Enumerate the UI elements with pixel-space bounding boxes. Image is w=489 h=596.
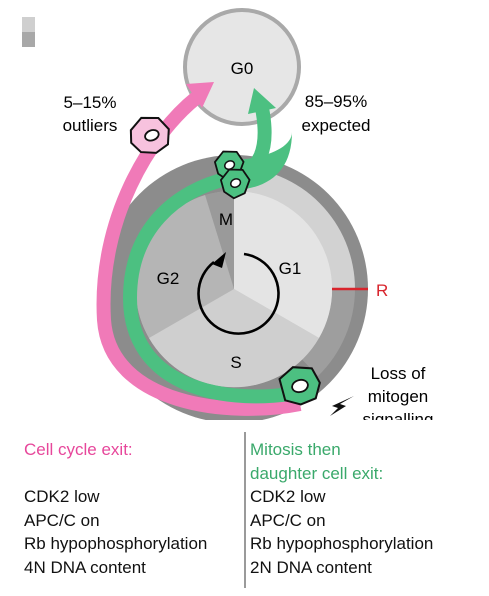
left-line: APC/C on <box>24 510 100 530</box>
g0-label: G0 <box>231 59 254 78</box>
green-daughter-cells <box>213 150 251 200</box>
cell-cycle-diagram: G0 R M G1 G2 S <box>63 8 434 420</box>
pink-arrowhead <box>186 82 214 108</box>
right-line: CDK2 low <box>250 487 326 506</box>
left-heading: Cell cycle exit: <box>24 440 133 459</box>
left-line: Rb hypophosphorylation <box>24 534 208 553</box>
green-g1-cell <box>278 366 321 406</box>
right-heading-line1: Mitosis then <box>250 440 341 459</box>
outliers-label: outliers <box>63 116 118 135</box>
phase-g2-label: G2 <box>157 269 180 288</box>
m-sector <box>205 190 234 289</box>
corner-mark <box>22 17 35 47</box>
phase-s-label: S <box>230 353 241 372</box>
right-line: 2N DNA content <box>250 557 372 577</box>
phase-m-label: M <box>219 210 233 229</box>
s-sector <box>149 289 319 388</box>
cycle-arrowhead <box>212 252 226 268</box>
expected-label: expected <box>302 116 371 135</box>
signalling-label: signalling <box>363 410 434 420</box>
right-heading-line2: daughter cell exit: <box>250 463 384 483</box>
restriction-point-label: R <box>376 281 388 300</box>
left-line: CDK2 low <box>24 487 100 506</box>
green-arrowhead <box>248 88 276 114</box>
column-divider <box>244 432 246 588</box>
mitogen-label: mitogen <box>368 387 428 406</box>
left-panel: Cell cycle exit: CDK2 low APC/C on Rb hy… <box>24 438 244 579</box>
g2-sector <box>135 195 234 338</box>
g1-sector <box>234 190 333 338</box>
pink-outlier-cell <box>129 116 170 154</box>
right-panel: Mitosis then daughter cell exit: CDK2 lo… <box>250 438 485 579</box>
phase-g1-label: G1 <box>279 259 302 278</box>
right-line: APC/C on <box>250 510 326 530</box>
loss-of-label: Loss of <box>371 364 426 383</box>
g0-circle <box>183 8 301 126</box>
outliers-percent-label: 5–15% <box>64 93 117 112</box>
cycle-direction-arrow <box>197 252 280 335</box>
right-line: Rb hypophosphorylation <box>250 534 434 553</box>
expected-percent-label: 85–95% <box>305 92 367 111</box>
lightning-bolt-icon <box>330 396 354 416</box>
left-line: 4N DNA content <box>24 557 146 577</box>
